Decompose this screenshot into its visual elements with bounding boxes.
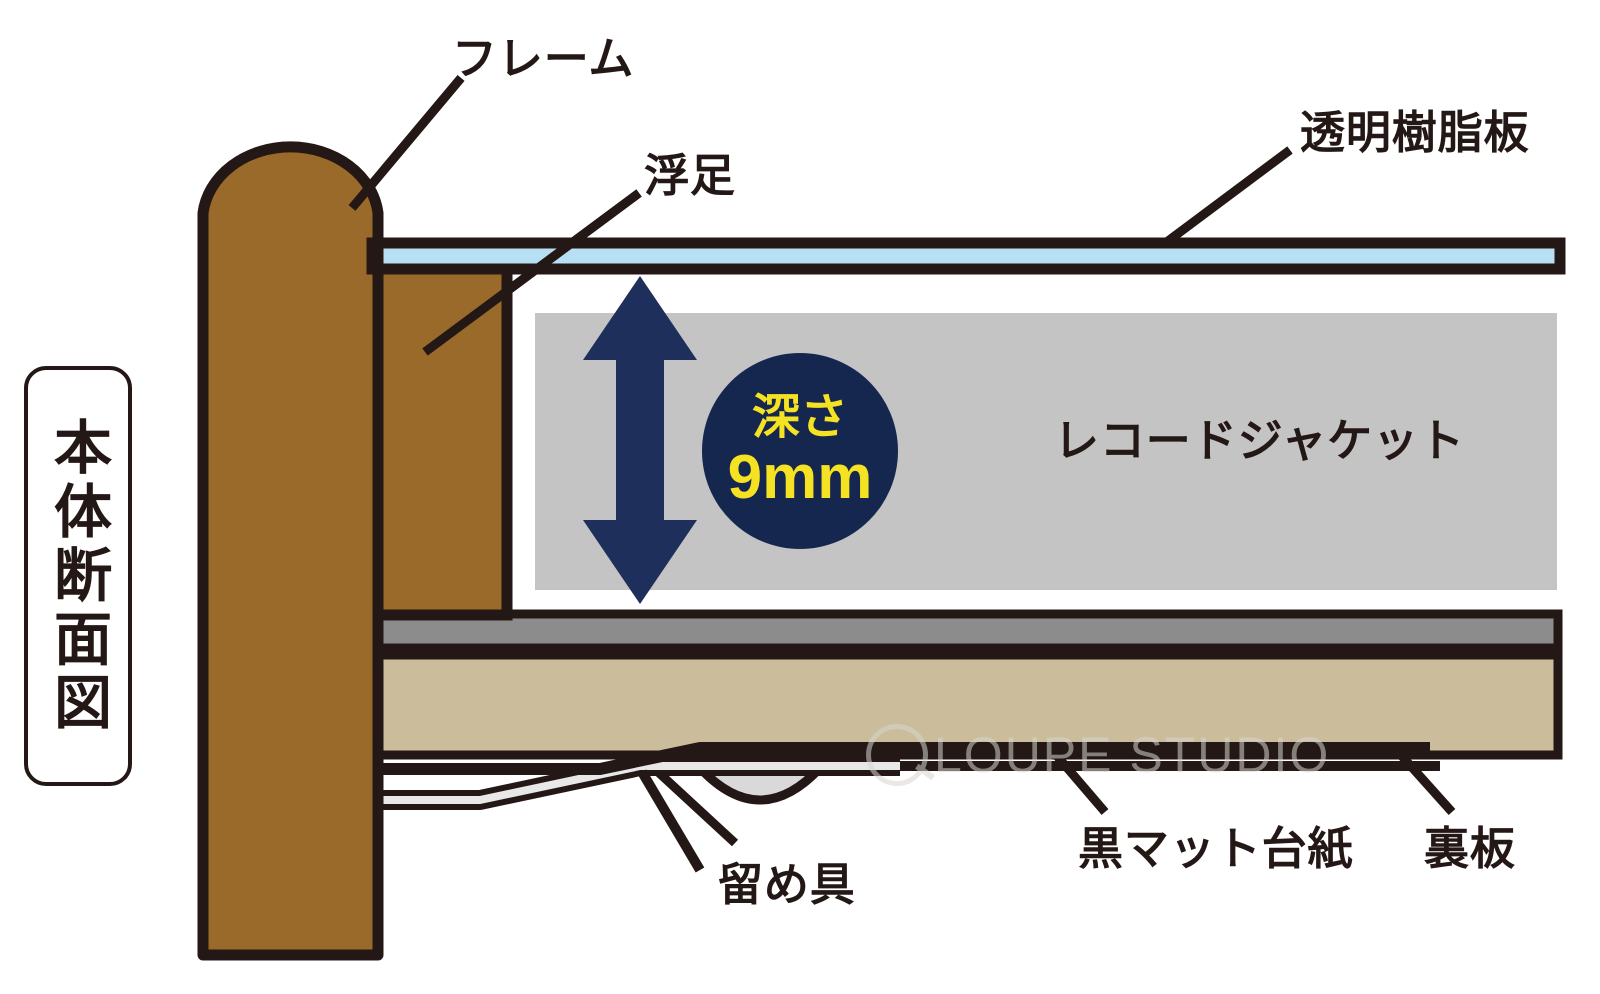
- label-floating-foot: 浮足: [644, 150, 736, 201]
- leader-lines-overlay: [348, 75, 642, 356]
- label-clear-panel: 透明樹脂板: [1300, 107, 1530, 158]
- label-back-board: 裏板: [1424, 823, 1516, 874]
- black-mat-board-shape: [373, 609, 1563, 653]
- depth-badge-value: 9mm: [727, 443, 873, 512]
- depth-arrow: [583, 276, 697, 604]
- side-caption-label: 本体断面図: [44, 416, 112, 736]
- side-caption-box: 本体断面図: [24, 366, 132, 786]
- black-mat-fill: [373, 609, 1563, 653]
- back-board-shape: [373, 650, 1563, 760]
- depth-arrow-shape: [583, 276, 697, 604]
- floating-foot-shape: [372, 259, 513, 621]
- clip-strip-core: [381, 762, 900, 804]
- label-clip: 留め具: [718, 859, 856, 910]
- depth-badge: 深さ 9mm: [702, 353, 898, 549]
- depth-badge-caption: 深さ: [751, 389, 848, 445]
- leader-line-foot-top: [422, 189, 642, 356]
- leader-line-frame-top: [348, 75, 465, 211]
- clip-stem: [637, 769, 705, 873]
- label-record-jacket: レコードジャケット: [1054, 415, 1465, 466]
- frame-post-shape: [197, 141, 384, 961]
- clip-upper-rail: [381, 742, 1430, 775]
- clip-assembly: [381, 742, 1440, 873]
- leader-line-clear-panel: [1157, 146, 1293, 251]
- back-board-fill: [373, 650, 1563, 760]
- label-black-mat-board: 黒マット台紙: [1078, 823, 1354, 874]
- label-frame: フレーム: [452, 33, 635, 84]
